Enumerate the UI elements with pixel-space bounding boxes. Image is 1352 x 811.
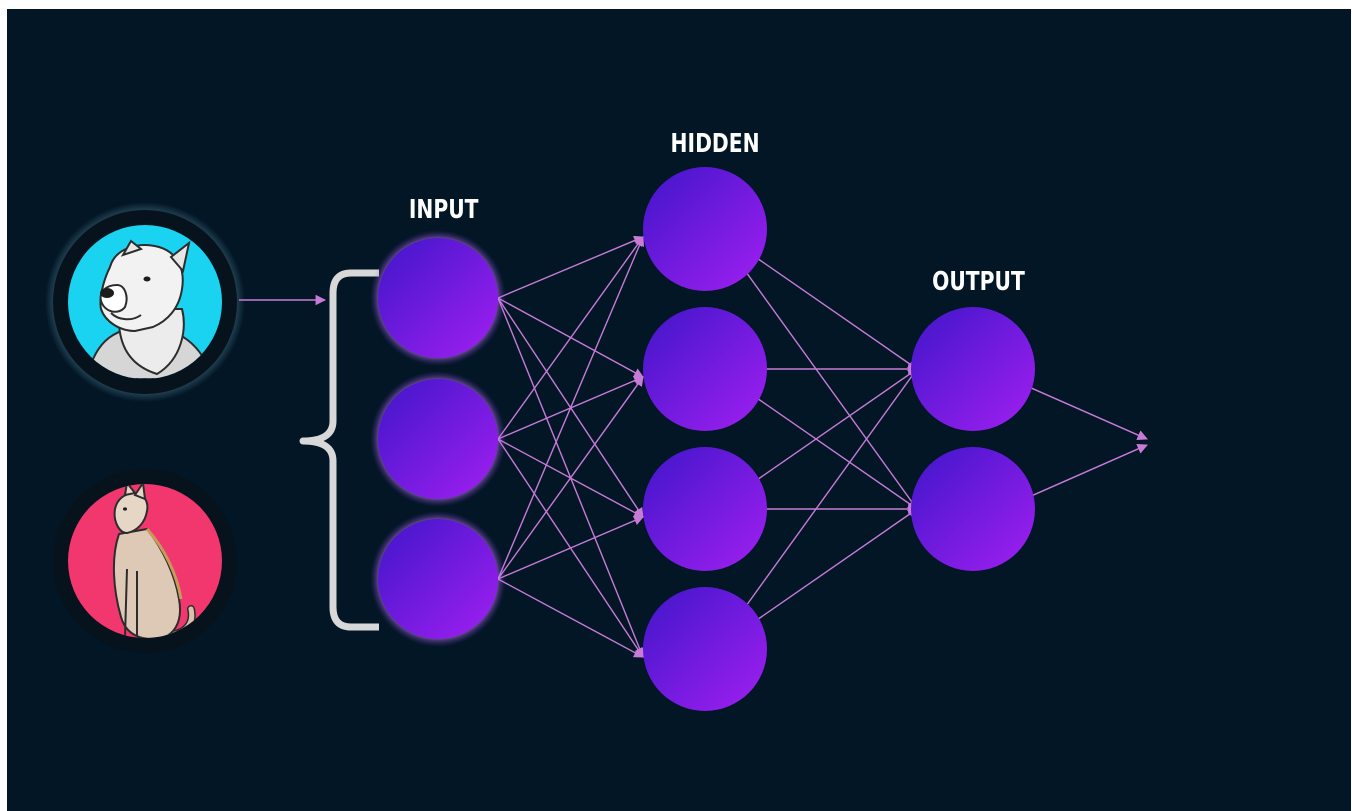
dog-example	[45, 202, 245, 402]
hidden-node-2	[643, 307, 767, 431]
input-layer-label: INPUT	[408, 195, 479, 225]
neural-network-diagram: INPUT HIDDEN OUTPUT	[7, 9, 1351, 811]
hidden-node-1	[643, 167, 767, 291]
cat-example	[53, 469, 237, 653]
hidden-node-4	[643, 587, 767, 711]
connection-input-3-hidden-4	[497, 578, 644, 658]
output-layer-label: OUTPUT	[932, 267, 1025, 297]
connection-input-3-hidden-1	[497, 236, 645, 580]
output-node-1	[911, 307, 1035, 431]
cat-icon	[112, 484, 196, 638]
input-brace	[299, 269, 379, 631]
network-graphic	[45, 167, 1148, 711]
input-node-2	[378, 379, 498, 499]
output-node-2	[911, 447, 1035, 571]
dog-icon	[85, 239, 214, 379]
hidden-node-3	[643, 447, 767, 571]
connection-input-3-hidden-2	[497, 376, 644, 580]
connection-input-3-hidden-3	[497, 515, 644, 580]
nodes	[370, 167, 1035, 711]
connection-input-1-hidden-1	[497, 235, 644, 299]
input-node-1	[378, 238, 498, 358]
connection-input-2-hidden-1	[497, 236, 644, 440]
hidden-layer-label: HIDDEN	[670, 129, 760, 159]
input-node-3	[378, 519, 498, 639]
connection-hidden-4-output-1	[714, 368, 918, 650]
